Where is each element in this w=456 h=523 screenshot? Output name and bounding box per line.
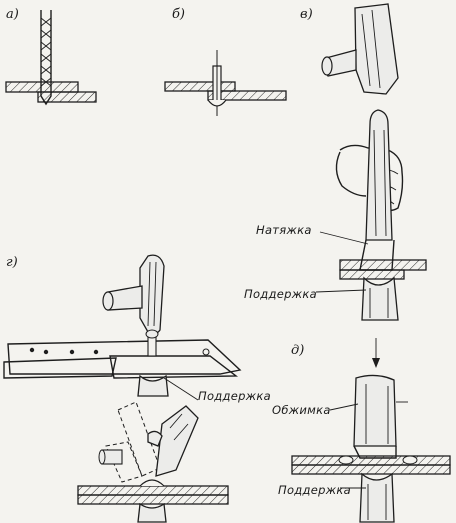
lower-plate xyxy=(339,269,405,280)
upper-plate xyxy=(339,259,427,271)
rivet-head xyxy=(207,99,227,107)
natyazhka-tool xyxy=(359,109,395,271)
panel-v-tightening xyxy=(315,3,427,321)
label-natyazhka: Натяжка xyxy=(256,223,312,237)
support-anvil xyxy=(361,276,399,321)
label-a: а) xyxy=(6,7,19,22)
lower-plate xyxy=(37,91,97,103)
force-arrow-head xyxy=(372,358,380,368)
hammer-head xyxy=(354,3,399,95)
lower-riveting-view xyxy=(77,401,229,523)
hammer xyxy=(321,3,399,95)
upper-plate xyxy=(164,81,236,92)
hammer xyxy=(102,254,165,335)
label-poddershka-v: Поддержка xyxy=(244,287,317,301)
label-d: д) xyxy=(291,343,304,358)
label-g: г) xyxy=(6,255,18,270)
upper-plate xyxy=(291,455,451,466)
label-obzhimka: Обжимка xyxy=(272,403,331,417)
panel-b-rivet-inserted xyxy=(164,50,287,116)
leader-natyazhka xyxy=(319,231,369,245)
support-anvil xyxy=(137,374,169,397)
label-poddershka-d: Поддержка xyxy=(278,483,351,497)
leader-obzhimka xyxy=(329,403,359,411)
label-b: б) xyxy=(172,7,185,22)
leader-poddershka xyxy=(315,289,367,293)
label-poddershka-g: Поддержка xyxy=(198,389,271,403)
lower-plate xyxy=(207,90,287,101)
panel-d-setting xyxy=(291,338,451,523)
upper-plate xyxy=(5,81,79,93)
leader-poddershka xyxy=(163,377,199,401)
panel-g-riveting xyxy=(3,254,242,523)
plate-assembly xyxy=(3,339,242,379)
panel-a-drilling xyxy=(5,10,97,106)
obzhimka-tool xyxy=(353,374,397,447)
lower-plate xyxy=(291,464,451,475)
rivet-set xyxy=(145,329,159,357)
support-anvil xyxy=(359,472,395,523)
label-v: в) xyxy=(300,7,313,22)
drill-bit xyxy=(40,10,52,106)
